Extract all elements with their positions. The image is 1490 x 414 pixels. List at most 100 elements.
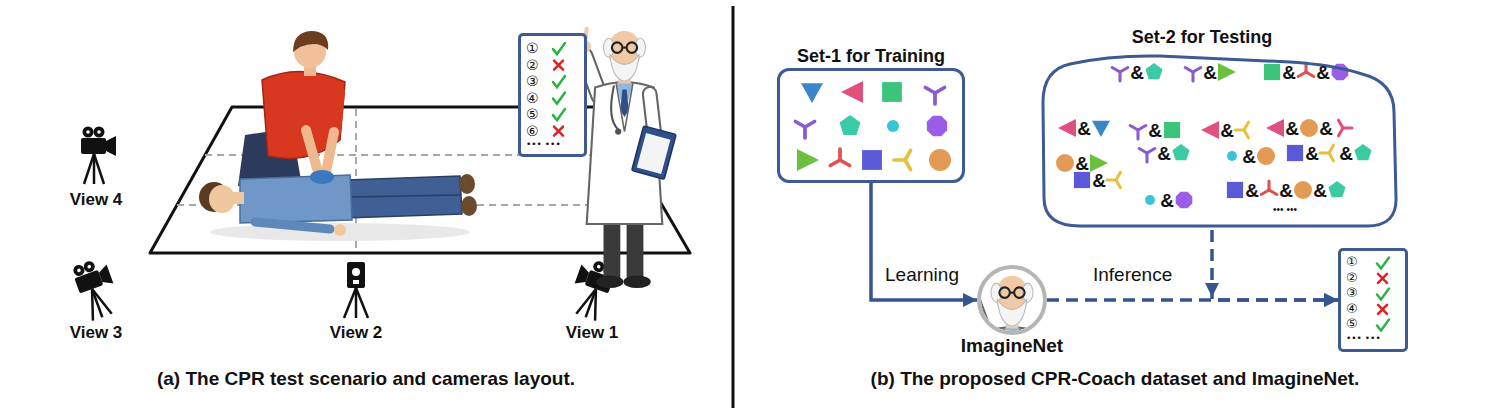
shape-symbol	[1218, 63, 1236, 81]
camera-icon	[344, 262, 368, 318]
view-label: View 1	[566, 323, 619, 343]
checklist-item: ③	[526, 73, 539, 89]
camera-tripod	[576, 286, 596, 318]
camera-lens	[575, 265, 591, 287]
ampersand: &	[1285, 119, 1299, 138]
shape-symbol	[1287, 145, 1303, 161]
ampersand: &	[1282, 63, 1296, 82]
camera-reel	[87, 264, 92, 269]
shape-symbol	[1294, 181, 1312, 199]
shape-symbol	[1176, 192, 1193, 209]
patient-shoe	[461, 196, 477, 216]
connector-arrow	[1212, 228, 1338, 300]
shape-symbol	[801, 83, 823, 103]
cross-mark	[1378, 274, 1387, 283]
shape-symbol	[838, 149, 842, 160]
doctor-finger	[972, 274, 974, 289]
shape-symbol	[1267, 181, 1270, 190]
edge-label: Learning	[883, 264, 961, 286]
camera-icon	[81, 127, 116, 185]
shape-symbol	[841, 81, 863, 103]
clipboard	[632, 126, 676, 179]
view-label: View 2	[330, 323, 383, 343]
camera-tripod	[586, 289, 596, 317]
check-mark	[553, 43, 565, 54]
ellipsis: ••• •••	[1273, 204, 1297, 216]
checklist-item: ••• •••	[1346, 333, 1381, 343]
ampersand: &	[1245, 181, 1259, 200]
shape-symbol	[1266, 119, 1284, 137]
shape-symbol	[1191, 72, 1194, 81]
doctor-lapel	[616, 83, 633, 131]
patient-face	[209, 185, 235, 213]
camera-body	[347, 262, 365, 288]
shape-symbol	[1092, 121, 1110, 137]
shape-symbol	[887, 120, 899, 132]
shape-symbol	[1201, 121, 1219, 139]
ampersand: &	[1130, 63, 1144, 82]
patient-arm	[255, 222, 330, 229]
check-mark	[553, 93, 565, 104]
clipboard	[632, 126, 676, 179]
ampersand: &	[1148, 121, 1162, 140]
checklist-item: ④	[526, 90, 539, 106]
ampersand: &	[1242, 147, 1256, 166]
divider-line	[732, 6, 735, 408]
rescuer-arm	[326, 132, 334, 172]
patient-hand	[334, 224, 346, 236]
shape-symbol	[1328, 181, 1345, 197]
shape-symbol	[894, 158, 905, 162]
doctor-glasses	[1014, 287, 1025, 298]
camera-lens	[106, 136, 116, 156]
checklist-item: ①	[1346, 255, 1358, 270]
doctor-glasses	[1010, 292, 1014, 294]
shape-symbol	[1227, 182, 1243, 198]
shape-symbol	[933, 93, 937, 104]
doctor-shoe	[596, 275, 623, 288]
check-mark	[1377, 288, 1389, 299]
ampersand: &	[1092, 171, 1106, 190]
camera-reel	[596, 264, 601, 269]
set-blob: Set-2 for Testing	[1040, 52, 1400, 228]
checklist-item: ②	[1346, 271, 1358, 286]
shape-symbol	[1136, 130, 1139, 139]
check-mark	[1377, 319, 1389, 330]
camera-tripod	[586, 289, 606, 321]
doctor-glasses	[622, 47, 626, 49]
checklist-item: ••• •••	[526, 139, 561, 149]
shape-symbol	[1227, 151, 1237, 161]
cross-mark	[1378, 305, 1387, 314]
shape-symbol	[1257, 147, 1275, 165]
doctor-beard	[610, 54, 639, 81]
ampersand: &	[1279, 181, 1293, 200]
ampersand: &	[1077, 119, 1091, 138]
check-mark	[553, 76, 565, 87]
camera-tripod	[94, 154, 104, 184]
camera-lens	[352, 268, 360, 276]
doctor-figure	[578, 29, 676, 288]
check-mark	[1377, 257, 1389, 268]
caption: (a) The CPR test scenario and cameras la…	[157, 368, 575, 390]
ampersand: &	[1220, 121, 1234, 140]
shape-symbol	[1145, 195, 1155, 205]
stethoscope	[615, 128, 621, 134]
checklist-item: ③	[1346, 286, 1358, 301]
view-label: View 4	[70, 190, 123, 210]
camera-tripod	[83, 289, 103, 321]
shape-symbol	[797, 149, 819, 171]
camera-tripod	[344, 288, 356, 318]
doctor-glasses	[627, 42, 638, 53]
shape-symbol	[1343, 126, 1352, 129]
shape-symbol	[1145, 153, 1148, 162]
camera-icon	[70, 256, 123, 322]
patient-shirt	[240, 175, 352, 223]
ampersand: &	[1160, 191, 1174, 210]
rescuer-sleeve	[298, 90, 306, 130]
set-heading: Set-1 for Training	[797, 46, 945, 67]
ampersand: &	[1075, 154, 1089, 173]
shadow	[210, 223, 470, 241]
ampersand: &	[1319, 119, 1333, 138]
checklist-box: ①②③④⑤••• •••	[1338, 248, 1408, 352]
